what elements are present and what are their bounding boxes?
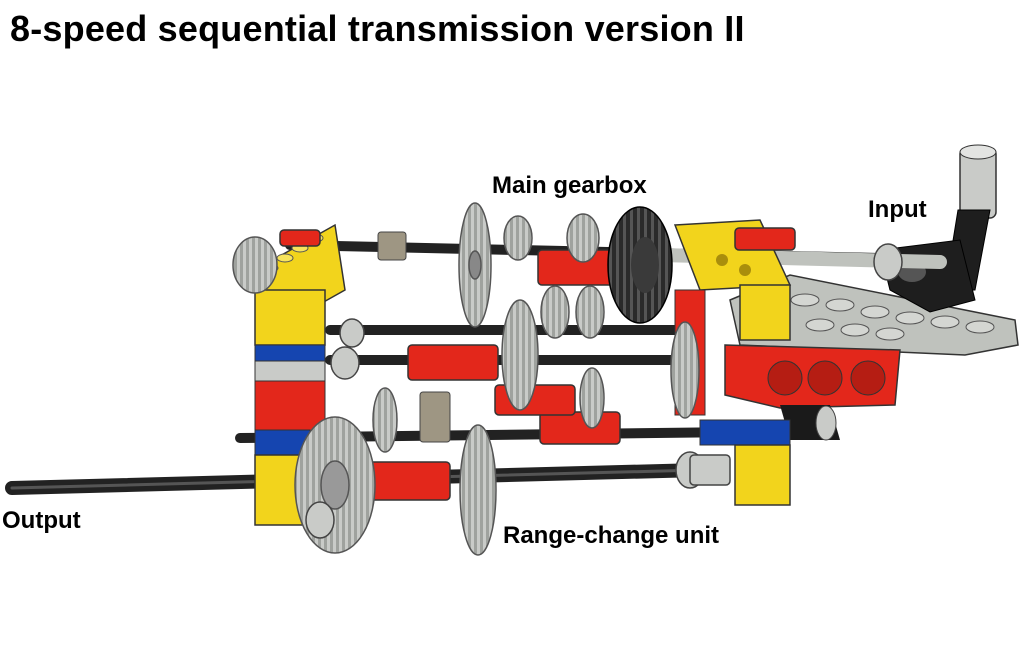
label-input: Input	[868, 196, 927, 223]
label-main-gearbox: Main gearbox	[492, 172, 647, 199]
label-output: Output	[2, 507, 81, 534]
input-red-brick	[724, 344, 901, 441]
label-range-change-unit: Range-change unit	[503, 522, 720, 549]
input-crank	[879, 144, 997, 313]
bushes	[305, 243, 903, 539]
knob-wheel	[607, 206, 673, 324]
shift-connectors	[377, 231, 451, 443]
diagram-title: 8-speed sequential transmission version …	[10, 8, 745, 49]
